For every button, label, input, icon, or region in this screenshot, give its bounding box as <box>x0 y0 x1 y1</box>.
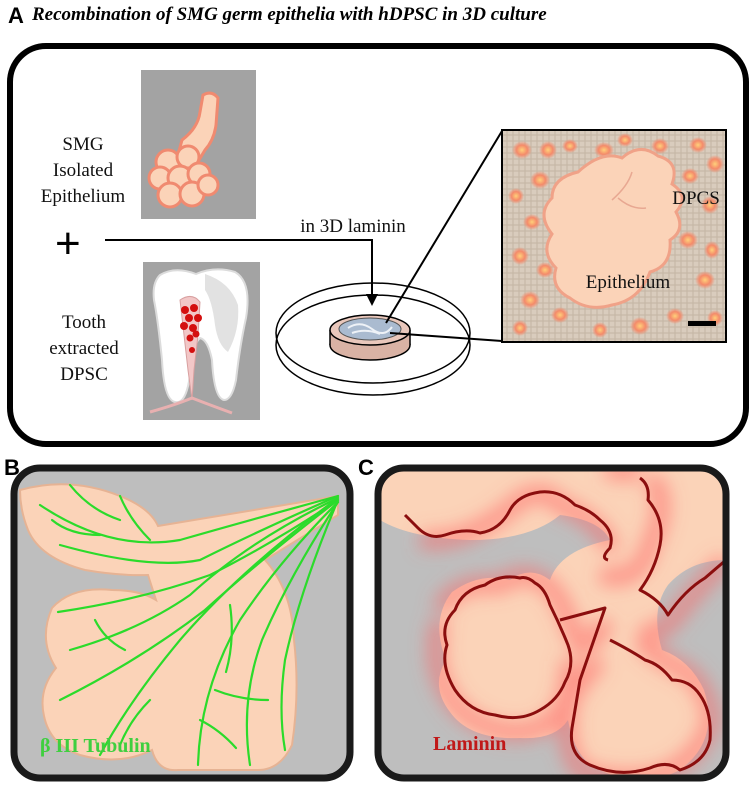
smg-label-line-3: Epithelium <box>40 186 126 207</box>
beta-iii-tubulin-label: β III Tubulin <box>40 735 151 757</box>
tooth-image <box>143 262 260 420</box>
smg-isolated-epithelium-label: SMG Isolated Epithelium <box>28 132 138 210</box>
inset-micrograph <box>502 130 726 342</box>
tooth-label-line-1: Tooth <box>61 312 107 333</box>
tooth-label-line-2: extracted <box>49 338 119 359</box>
plus-sign: + <box>55 219 81 268</box>
panel-a-letter: A <box>8 3 24 28</box>
laminin-epithelium <box>380 468 726 778</box>
panel-c-letter: C <box>358 455 374 480</box>
panel-b-letter: B <box>4 455 20 480</box>
culture-well <box>329 314 411 361</box>
in-3d-laminin-label: in 3D laminin <box>300 216 406 237</box>
tooth-dpsc-label: Tooth extracted DPSC <box>34 310 134 388</box>
inset-epithelium-label: Epithelium <box>585 272 671 293</box>
tubulin-epithelium <box>18 483 340 772</box>
tooth-label-line-3: DPSC <box>60 364 108 385</box>
inset-epithelium-shape <box>542 148 684 309</box>
inset-dpcs-label: DPCS <box>672 188 720 209</box>
smg-label-line-1: SMG <box>62 134 104 155</box>
dpsc-cells <box>508 133 724 338</box>
scale-bar <box>688 321 716 326</box>
petri-dish <box>275 282 471 396</box>
smg-label-line-2: Isolated <box>52 160 114 181</box>
figure-title: Recombination of SMG germ epithelia with… <box>32 4 547 25</box>
smg-epithelium-image <box>141 70 256 219</box>
laminin-label: Laminin <box>433 733 507 755</box>
